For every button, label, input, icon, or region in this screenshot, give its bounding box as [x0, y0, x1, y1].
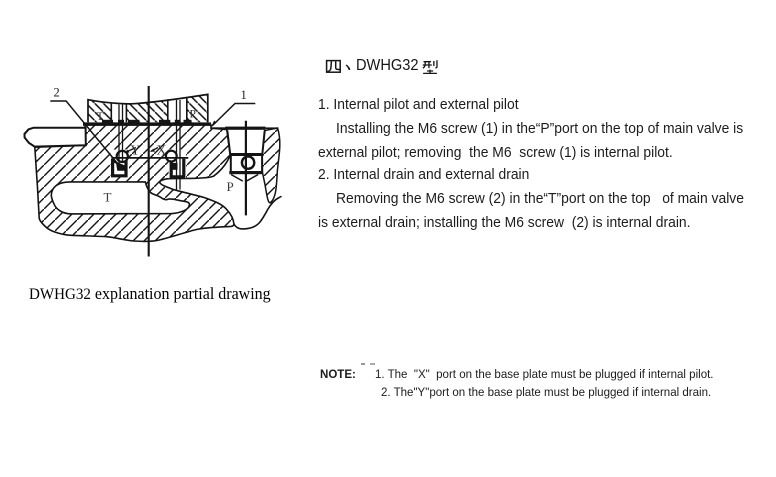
- svg-text:Y: Y: [131, 142, 141, 157]
- svg-text:X: X: [157, 142, 167, 157]
- svg-text:T: T: [97, 111, 104, 123]
- svg-text:P: P: [190, 109, 196, 121]
- svg-text:T: T: [104, 190, 112, 205]
- svg-text:1: 1: [241, 88, 247, 102]
- svg-text:2: 2: [54, 86, 60, 100]
- svg-text:P: P: [227, 179, 234, 194]
